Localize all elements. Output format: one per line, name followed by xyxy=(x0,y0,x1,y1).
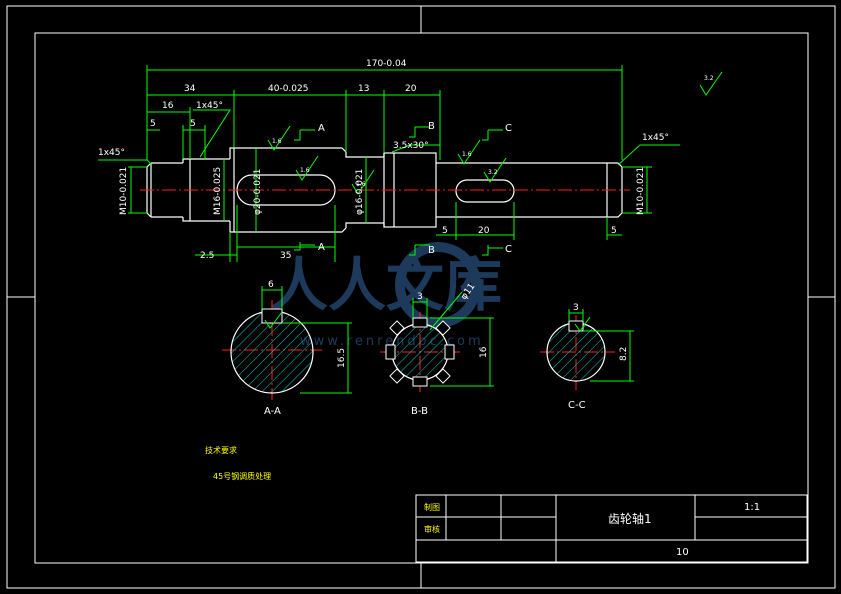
section-b-b xyxy=(385,291,494,387)
dim-sec-a-16-5: 16.5 xyxy=(337,348,347,368)
label-c-c: C-C xyxy=(568,400,586,411)
rough-2: 1.6 xyxy=(300,167,310,174)
dim-sec-b-3: 3 xyxy=(417,292,423,302)
notes-line1: 45号钢调质处理 xyxy=(213,471,271,481)
dim-m10-left: M10-0.021 xyxy=(119,167,129,215)
dim-35: 35 xyxy=(280,251,291,261)
dim-13: 13 xyxy=(358,84,369,94)
sheet-frame xyxy=(6,5,836,589)
label-b-b: B-B xyxy=(411,406,428,417)
dim-2-5: 2.5 xyxy=(200,251,214,261)
title-block xyxy=(415,494,808,563)
dim-5-a: 5 xyxy=(150,119,156,129)
dim-5-d: 5 xyxy=(611,226,617,236)
dim-5-b: 5 xyxy=(190,119,196,129)
dim-m16: M16-0.025 xyxy=(213,167,223,215)
dim-m10-right: M10-0.021 xyxy=(636,167,646,215)
dim-thread: 3.5x30° xyxy=(393,141,429,151)
tb-code: 10 xyxy=(676,547,689,558)
dimension-texts: 170-0.04 34 40-0.025 13 20 16 1x45° 5 5 … xyxy=(98,59,669,368)
tb-row1-label: 制图 xyxy=(424,502,440,512)
section-b-top: B xyxy=(428,121,435,132)
dimension-lines xyxy=(98,65,723,262)
dim-20-bot: 20 xyxy=(478,226,490,236)
section-c-c xyxy=(546,309,634,382)
roughness-values: 1.6 1.6 1.6 1.6 3.2 3.2 xyxy=(272,75,714,188)
watermark-chars: 人人文库 xyxy=(270,251,502,319)
tb-scale: 1:1 xyxy=(744,502,760,513)
title-block-text: 制图 审核 齿轮轴1 1:1 10 xyxy=(424,502,760,558)
dim-chamfer-1: 1x45° xyxy=(98,148,125,158)
dim-5-c: 5 xyxy=(442,226,448,236)
dim-phi16: φ16-0.021 xyxy=(355,169,365,215)
section-a-top: A xyxy=(318,123,325,134)
rough-5: 3.2 xyxy=(488,169,498,176)
section-c-bot: C xyxy=(505,244,512,255)
rough-3: 1.6 xyxy=(356,181,366,188)
dim-sec-a-6: 6 xyxy=(268,280,274,290)
section-b-bot: B xyxy=(428,245,435,256)
dim-phi20: φ20-0.021 xyxy=(253,169,263,215)
label-a-a: A-A xyxy=(264,406,281,417)
notes-title: 技术要求 xyxy=(205,445,237,455)
section-letters: A A B B C C A-A B-B C-C xyxy=(264,121,586,417)
dim-sec-b-16: 16 xyxy=(479,346,489,358)
section-a-bot: A xyxy=(318,242,325,253)
dim-34: 34 xyxy=(184,84,196,94)
rough-1: 1.6 xyxy=(272,138,282,145)
dim-16: 16 xyxy=(162,101,174,111)
tb-row2-label: 审核 xyxy=(424,524,440,534)
tech-notes: 技术要求 45号钢调质处理 xyxy=(205,445,271,481)
dim-20-top: 20 xyxy=(405,84,417,94)
dim-sec-c-8-2: 8.2 xyxy=(619,347,629,361)
dim-chamfer-3: 1x45° xyxy=(642,133,669,143)
dim-40: 40-0.025 xyxy=(268,84,308,94)
tb-part-name: 齿轮轴1 xyxy=(608,511,652,526)
rough-topright: 3.2 xyxy=(704,75,714,82)
rough-4: 1.6 xyxy=(462,151,472,158)
dim-overall: 170-0.04 xyxy=(366,59,407,69)
section-a-a xyxy=(230,286,352,394)
dim-chamfer-2: 1x45° xyxy=(196,101,223,111)
section-c-top: C xyxy=(505,123,512,134)
dim-sec-c-3: 3 xyxy=(573,303,579,313)
